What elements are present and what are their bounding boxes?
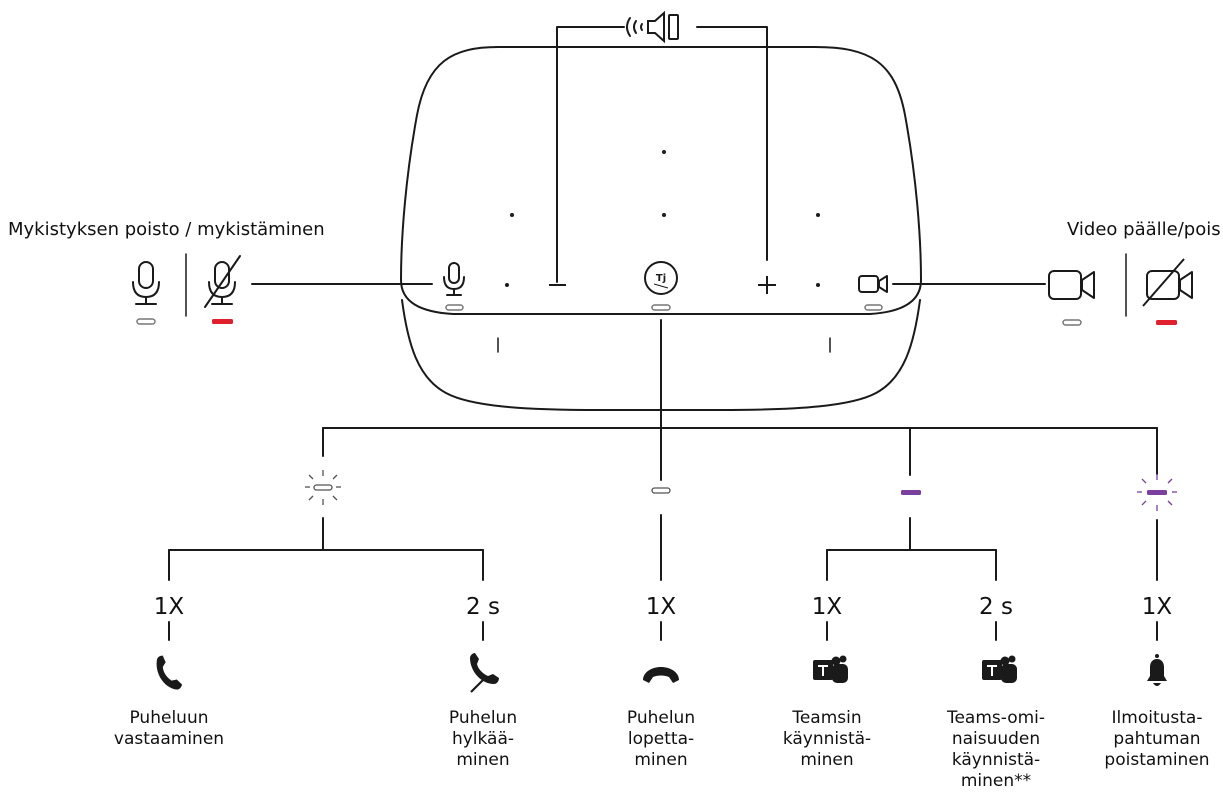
- action-count: 1X: [645, 594, 677, 620]
- plus-icon: [758, 276, 776, 294]
- microphone-icon: [132, 261, 160, 325]
- svg-text:Tj: Tj: [656, 273, 666, 284]
- device-body: [400, 46, 922, 315]
- phone-decline-icon: [470, 653, 499, 693]
- video-red-indicator: [1156, 320, 1177, 325]
- teams-icon: [982, 655, 1017, 683]
- microphone-muted-icon: [204, 255, 241, 308]
- action-count: 2 s: [979, 594, 1013, 620]
- led-blinking-white: [305, 470, 341, 505]
- mute-red-indicator: [212, 319, 233, 324]
- teams-icon: [813, 655, 848, 683]
- bell-icon: [1147, 654, 1167, 686]
- led-solid-purple: [901, 490, 921, 495]
- action-count: 2 s: [466, 594, 500, 620]
- action-count: 1X: [1141, 594, 1173, 620]
- action-count: 1X: [811, 594, 843, 620]
- led-solid-white: [651, 487, 671, 494]
- phone-answer-icon: [156, 655, 183, 690]
- speaker-volume-icon: [626, 10, 679, 44]
- device-mic-button: [443, 262, 465, 311]
- camera-icon: [1048, 270, 1095, 326]
- video-title: Video päälle/pois: [1067, 219, 1221, 240]
- phone-hangup-icon: [643, 667, 679, 683]
- volume-bracket: [556, 26, 768, 283]
- mute-title: Mykistyksen poisto / mykistäminen: [8, 219, 325, 240]
- led-blinking-purple: [1137, 474, 1177, 511]
- camera-off-icon: [1142, 258, 1193, 307]
- teams-button-icon: Tj: [644, 261, 678, 311]
- device-camera-button: [858, 275, 888, 311]
- action-count: 1X: [153, 594, 185, 620]
